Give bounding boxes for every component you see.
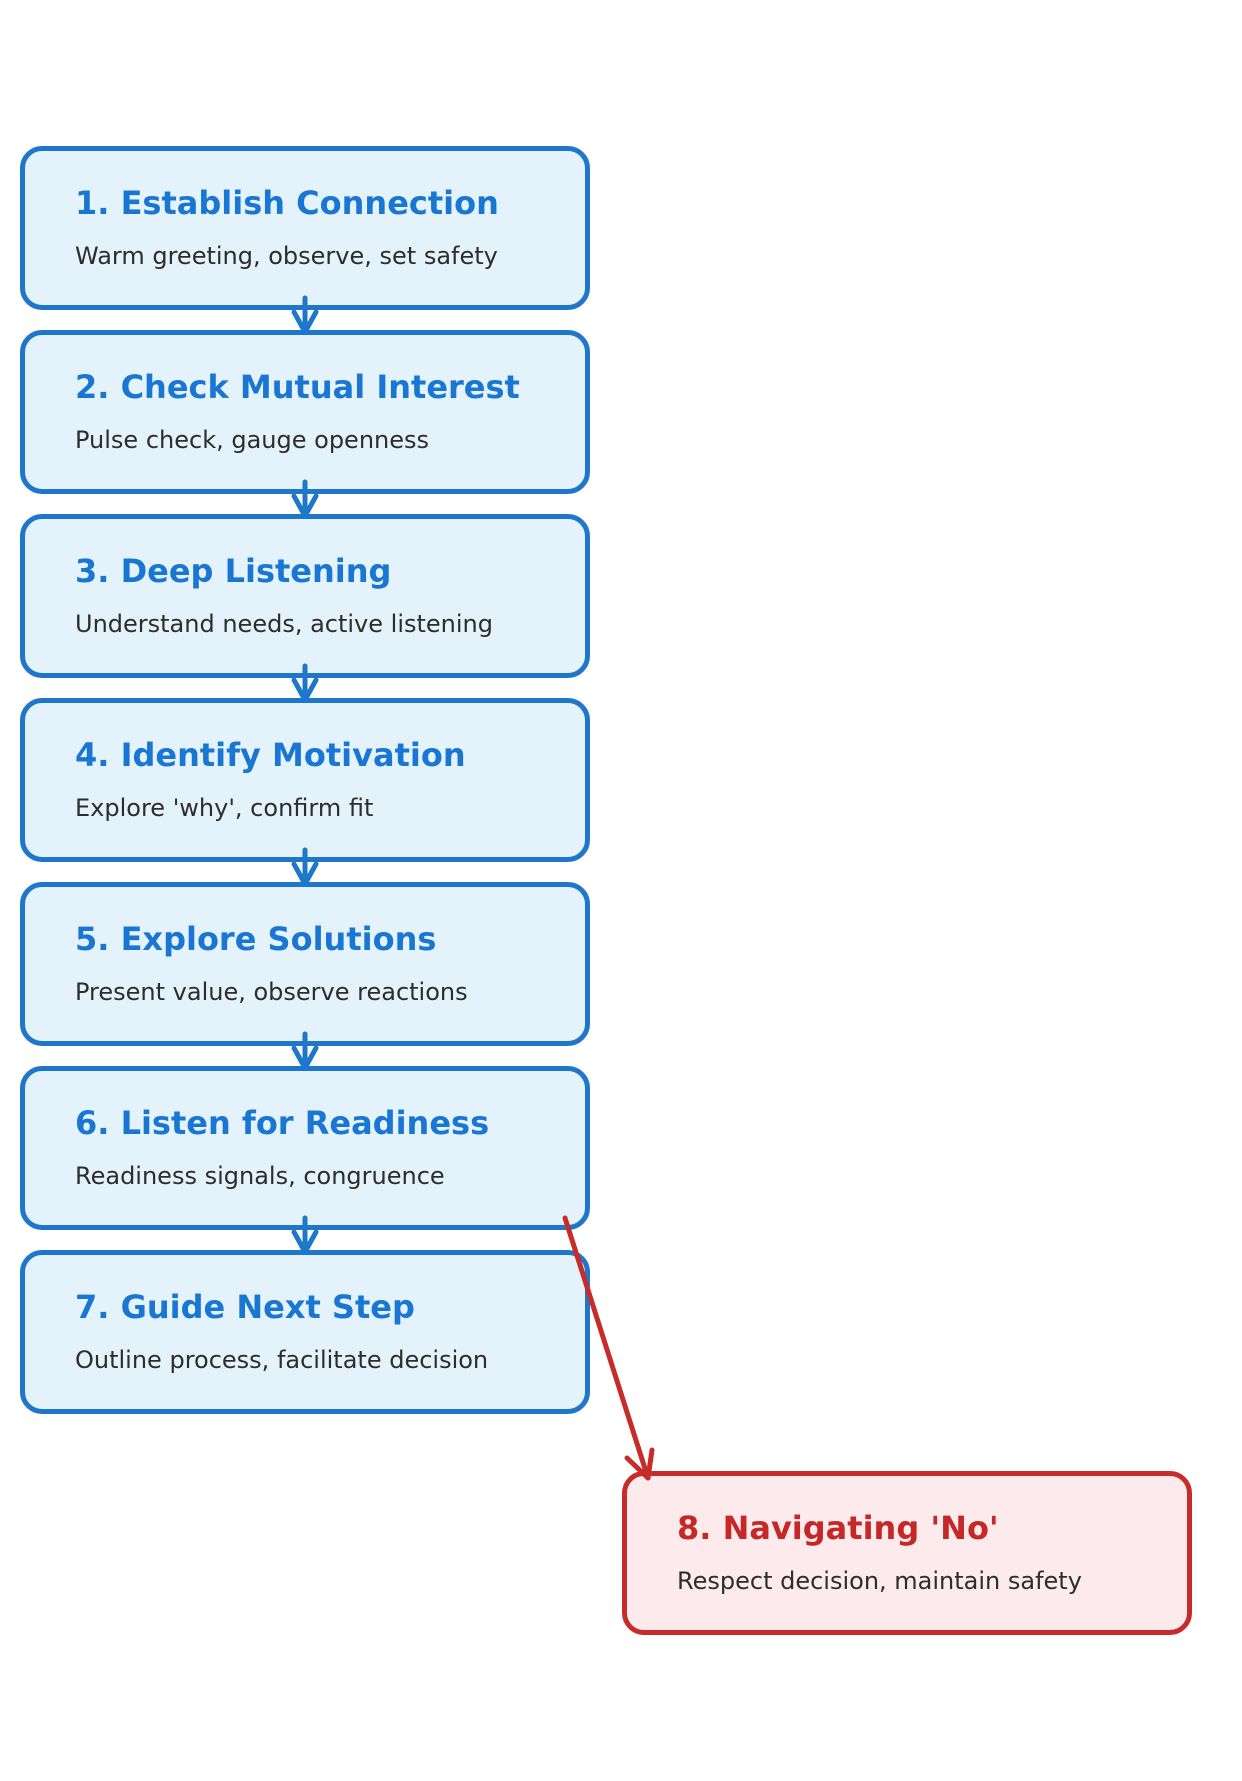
- step-description: Present value, observe reactions: [75, 978, 468, 1006]
- step-listen-for-readiness: 6. Listen for Readiness Readiness signal…: [20, 1066, 590, 1230]
- step-title: 6. Listen for Readiness: [75, 1104, 490, 1142]
- step-guide-next-step: 7. Guide Next Step Outline process, faci…: [20, 1250, 590, 1414]
- step-description: Pulse check, gauge openness: [75, 426, 430, 454]
- step-title: 8. Navigating 'No': [677, 1509, 999, 1547]
- step-navigating-no: 8. Navigating 'No' Respect decision, mai…: [622, 1471, 1192, 1635]
- step-title: 2. Check Mutual Interest: [75, 368, 520, 406]
- step-title: 7. Guide Next Step: [75, 1288, 415, 1326]
- step-description: Outline process, facilitate decision: [75, 1346, 489, 1374]
- step-title: 1. Establish Connection: [75, 184, 499, 222]
- step-identify-motivation: 4. Identify Motivation Explore 'why', co…: [20, 698, 590, 862]
- step-title: 3. Deep Listening: [75, 552, 392, 590]
- step-explore-solutions: 5. Explore Solutions Present value, obse…: [20, 882, 590, 1046]
- step-description: Respect decision, maintain safety: [677, 1567, 1082, 1595]
- step-description: Readiness signals, congruence: [75, 1162, 445, 1190]
- step-establish-connection: 1. Establish Connection Warm greeting, o…: [20, 146, 590, 310]
- step-deep-listening: 3. Deep Listening Understand needs, acti…: [20, 514, 590, 678]
- step-title: 5. Explore Solutions: [75, 920, 437, 958]
- step-description: Explore 'why', confirm fit: [75, 794, 374, 822]
- step-title: 4. Identify Motivation: [75, 736, 466, 774]
- step-description: Warm greeting, observe, set safety: [75, 242, 498, 270]
- step-description: Understand needs, active listening: [75, 610, 493, 638]
- step-check-mutual-interest: 2. Check Mutual Interest Pulse check, ga…: [20, 330, 590, 494]
